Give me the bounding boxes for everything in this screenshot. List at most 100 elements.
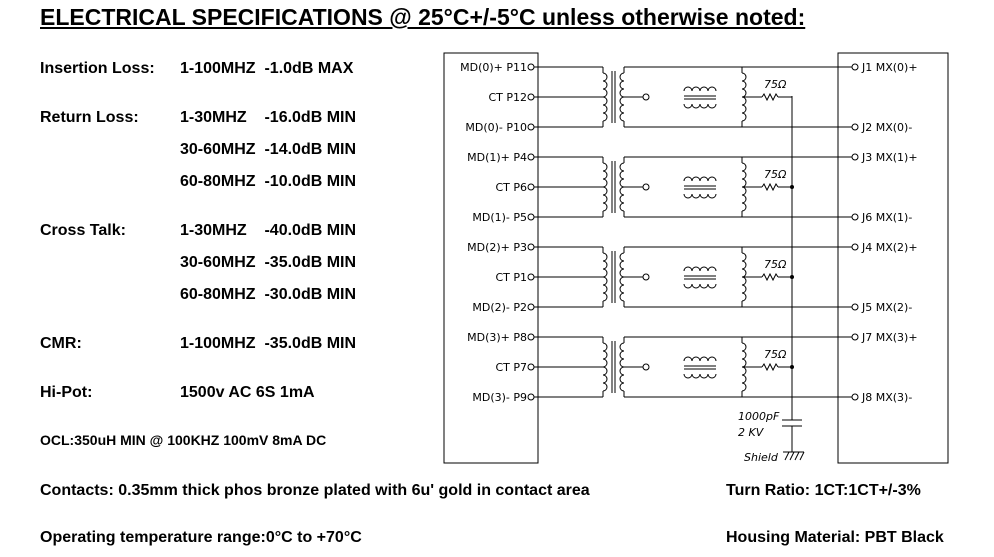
resistor-icon: [761, 92, 779, 102]
page-title: ELECTRICAL SPECIFICATIONS @ 25°C+/-5°C u…: [40, 4, 806, 30]
turn-ratio-note: Turn Ratio: 1CT:1CT+/-3%: [726, 482, 921, 499]
right-pin-label: J5 MX(2)-: [861, 301, 912, 314]
left-pin-label: MD(2)+ P3: [467, 241, 527, 254]
right-pin-label: J1 MX(0)+: [861, 61, 918, 74]
resistor-label: 75Ω: [764, 258, 787, 271]
resistor-label: 75Ω: [764, 348, 787, 361]
spec-label: Cross Talk:: [40, 222, 126, 239]
secondary-coil-icon: [619, 342, 625, 392]
right-pin-label: J3 MX(1)+: [861, 151, 918, 164]
resistor-label: 75Ω: [764, 168, 787, 181]
ground-hatch-icon: [784, 451, 805, 461]
choke-coil-icon: [683, 103, 717, 109]
spec-value: 1-30MHZ -16.0dB MIN: [180, 109, 357, 126]
spec-label: CMR:: [40, 335, 82, 352]
pin-terminal: [527, 63, 535, 71]
secondary-coil-icon: [619, 162, 625, 212]
choke-coil-icon: [683, 373, 717, 379]
transformer-channel: 75Ω: [534, 66, 852, 128]
spec-label: Return Loss:: [40, 109, 139, 126]
right-pin-labels: J1 MX(0)+ J2 MX(0)- J3 MX(1)+ J6 MX(1)- J4 M…: [851, 61, 918, 404]
center-tap-node: [642, 363, 650, 371]
right-pin-label: J7 MX(3)+: [861, 331, 918, 344]
primary-coil-icon: [602, 252, 608, 302]
pin-terminal: [527, 243, 535, 251]
transformer-channel: 75Ω: [534, 336, 852, 398]
spec-value: 30-60MHZ -35.0dB MIN: [180, 254, 357, 271]
left-pin-label: CT P12: [488, 91, 527, 104]
choke-coil-icon: [683, 86, 717, 92]
spec-label: Hi-Pot:: [40, 384, 93, 401]
center-tap-node: [642, 183, 650, 191]
capacitor-value: 1000pF: [738, 410, 780, 423]
spec-ocl: OCL:350uH MIN @ 100KHZ 100mV 8mA DC: [40, 432, 327, 448]
right-pin-label: J2 MX(0)-: [861, 121, 912, 134]
secondary-coil-icon: [619, 72, 625, 122]
spec-value: 60-80MHZ -10.0dB MIN: [180, 173, 357, 190]
pin-terminal: [851, 243, 859, 251]
choke-coil-icon: [683, 176, 717, 182]
pin-terminal: [851, 393, 859, 401]
spec-value: 60-80MHZ -30.0dB MIN: [180, 286, 357, 303]
right-connector-box: [837, 52, 949, 464]
center-tap-node: [642, 273, 650, 281]
choke-coil-icon: [683, 266, 717, 272]
pin-terminal: [527, 393, 535, 401]
contacts-note: Contacts: 0.35mm thick phos bronze plate…: [40, 482, 590, 499]
pin-terminal: [527, 273, 535, 281]
pin-terminal: [527, 303, 535, 311]
pin-terminal: [851, 333, 859, 341]
spec-value: 30-60MHZ -14.0dB MIN: [180, 141, 357, 158]
resistor-label: 75Ω: [764, 78, 787, 91]
pin-terminal: [851, 123, 859, 131]
left-pin-label: MD(0)+ P11: [460, 61, 527, 74]
resistor-icon: [761, 182, 779, 192]
resistor-icon: [761, 362, 779, 372]
pin-terminal: [527, 213, 535, 221]
choke-coil-icon: [683, 356, 717, 362]
pin-terminal: [851, 303, 859, 311]
primary-coil-icon: [602, 162, 608, 212]
left-pin-label: MD(1)+ P4: [467, 151, 527, 164]
operating-temp-note: Operating temperature range:0°C to +70°C: [40, 529, 362, 546]
housing-note: Housing Material: PBT Black: [726, 529, 944, 546]
secondary-coil-icon: [619, 252, 625, 302]
transformer-channels: 75Ω 75Ω 75Ω 75Ω: [534, 66, 852, 398]
primary-coil-icon: [602, 72, 608, 122]
left-connector-box: [443, 52, 539, 464]
left-pin-label: CT P1: [495, 271, 527, 284]
pin-terminal: [851, 213, 859, 221]
transformer-channel: 75Ω: [534, 156, 852, 218]
left-pin-label: MD(1)- P5: [472, 211, 527, 224]
pin-terminal: [851, 63, 859, 71]
left-pin-label: MD(3)+ P8: [467, 331, 527, 344]
pin-terminal: [527, 93, 535, 101]
shield-label: Shield: [744, 451, 779, 464]
capacitor-voltage: 2 KV: [738, 426, 765, 439]
resistor-icon: [761, 272, 779, 282]
pin-terminal: [527, 153, 535, 161]
right-pin-label: J6 MX(1)-: [861, 211, 912, 224]
pin-terminal: [527, 333, 535, 341]
primary-coil-icon: [602, 342, 608, 392]
left-pin-label: MD(0)- P10: [465, 121, 527, 134]
choke-coil-icon: [683, 283, 717, 289]
pin-terminal: [527, 183, 535, 191]
left-pin-label: MD(3)- P9: [472, 391, 527, 404]
right-pin-label: J8 MX(3)-: [861, 391, 912, 404]
spec-value: 1-100MHZ -1.0dB MAX: [180, 60, 354, 77]
choke-coil-icon: [683, 193, 717, 199]
spec-label: Insertion Loss:: [40, 60, 155, 77]
left-pin-label: CT P7: [495, 361, 527, 374]
spec-value: 1-100MHZ -35.0dB MIN: [180, 335, 357, 352]
left-pin-label: CT P6: [495, 181, 527, 194]
center-tap-node: [642, 93, 650, 101]
spec-value: 1500v AC 6S 1mA: [180, 384, 315, 401]
pin-terminal: [527, 363, 535, 371]
right-pin-label: J4 MX(2)+: [861, 241, 918, 254]
left-pin-label: MD(2)- P2: [472, 301, 527, 314]
spec-value: 1-30MHZ -40.0dB MIN: [180, 222, 357, 239]
transformer-channel: 75Ω: [534, 246, 852, 308]
